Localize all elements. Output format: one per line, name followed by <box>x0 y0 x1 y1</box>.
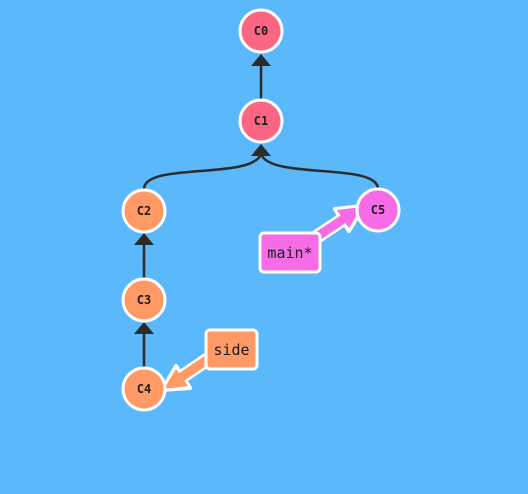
commit-node-c4[interactable]: C4 <box>121 366 167 412</box>
commit-node-c0[interactable]: C0 <box>238 8 284 54</box>
commit-label-c5: C5 <box>371 203 385 217</box>
commit-edges <box>134 54 380 367</box>
commit-node-c2[interactable]: C2 <box>121 188 167 234</box>
commit-node-c1[interactable]: C1 <box>238 98 284 144</box>
arrowhead-c0 <box>251 54 271 66</box>
branch-labels: main* side <box>204 231 322 371</box>
arrowhead-c3 <box>134 322 154 334</box>
arrowhead-c2 <box>134 233 154 245</box>
commit-label-c4: C4 <box>137 382 151 396</box>
branch-name-side: side <box>213 341 249 359</box>
commit-label-c0: C0 <box>254 24 268 38</box>
commit-node-c3[interactable]: C3 <box>121 277 167 323</box>
commit-nodes: C0 C1 C2 C3 C4 C5 <box>121 8 401 412</box>
commit-label-c2: C2 <box>137 204 151 218</box>
commit-node-c5[interactable]: C5 <box>355 187 401 233</box>
edge-c5-c1 <box>259 153 380 190</box>
commit-label-c1: C1 <box>254 114 268 128</box>
commit-label-c3: C3 <box>137 293 151 307</box>
branch-label-side[interactable]: side <box>204 328 259 371</box>
branch-name-main: main* <box>267 244 312 262</box>
arrowhead-c1 <box>251 144 271 156</box>
branch-label-main[interactable]: main* <box>258 231 322 274</box>
edge-c2-c1 <box>142 153 263 190</box>
